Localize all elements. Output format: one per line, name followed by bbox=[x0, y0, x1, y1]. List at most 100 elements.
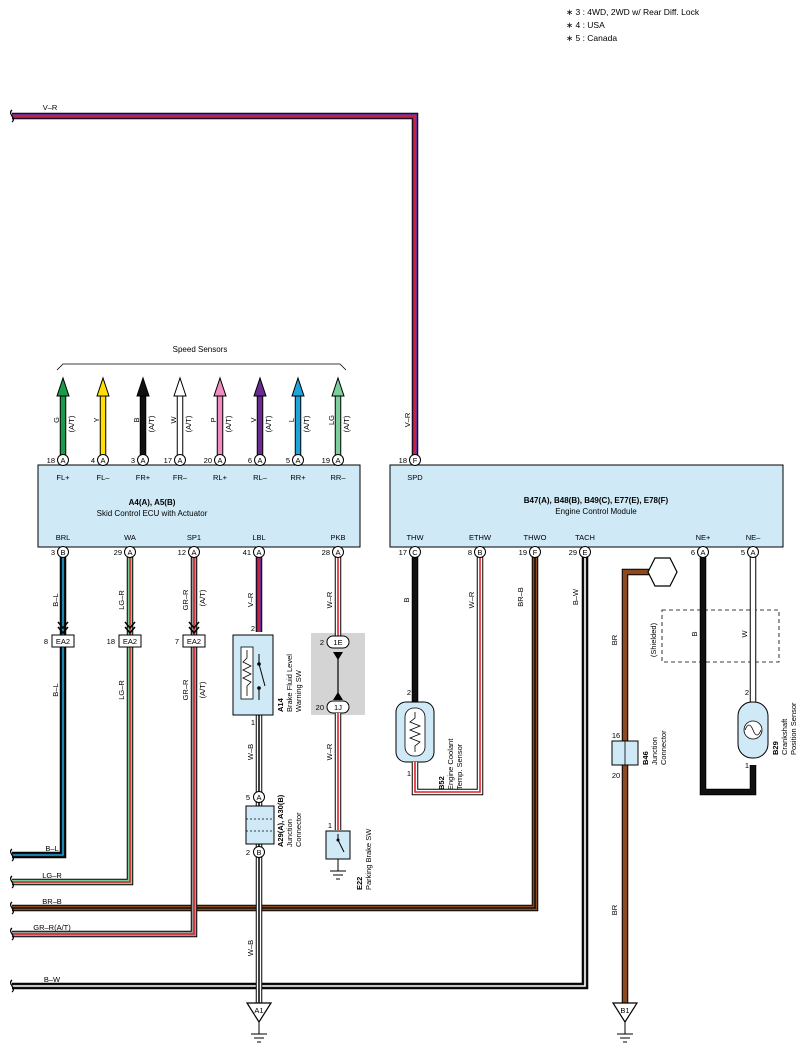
speed-sensor-arrow-2 bbox=[136, 376, 150, 397]
a29-code: A29(A), A30(B) bbox=[276, 794, 285, 847]
skid-pin-top-num-6: 5 bbox=[286, 456, 290, 465]
br-shield-wire-base bbox=[622, 569, 650, 1003]
jc-1e-pin: 2 bbox=[320, 638, 324, 647]
br-label-upper: BR bbox=[610, 634, 619, 645]
a14-pin-bottom: 1 bbox=[251, 718, 255, 727]
b46-name-2: Connector bbox=[659, 730, 668, 765]
skid-pin-bottom-label-4: PKB bbox=[330, 533, 345, 542]
a14-resistor-symbol bbox=[242, 650, 252, 696]
speed-sensors-label: Speed Sensors bbox=[173, 345, 228, 354]
jc-1j-pin: 20 bbox=[316, 703, 324, 712]
skid-pin-bottom-num-1: 29 bbox=[114, 548, 122, 557]
lg-r-wire-outline bbox=[12, 557, 134, 886]
e22-code: E22 bbox=[355, 877, 364, 890]
ecm-pin-bottom-3-letter: E bbox=[582, 548, 587, 557]
skid-pin-top-label-6: RR+ bbox=[290, 473, 306, 482]
ecm-pin-bottom-num-2: 19 bbox=[519, 548, 527, 557]
ethw-w-r-label: W–R bbox=[467, 591, 476, 608]
ea2-pin-2: 7 bbox=[175, 637, 179, 646]
gr-r-label-lower: GR–R bbox=[181, 679, 190, 700]
note-3: ∗ 5 : Canada bbox=[566, 33, 618, 43]
skid-pin-bottom-4 bbox=[332, 546, 344, 558]
speed-sensor-wire-label-7: LG bbox=[327, 415, 336, 425]
lg-r-label-lower: LG–R bbox=[117, 680, 126, 700]
a29-pin-bottom-circle bbox=[253, 846, 265, 858]
skid-pin-top-6-letter: A bbox=[295, 456, 300, 465]
skid-pin-top-num-2: 3 bbox=[131, 456, 135, 465]
b46-name-1: Junction bbox=[650, 737, 659, 765]
shield-ground-octagon bbox=[647, 557, 678, 587]
skid-pin-top-num-7: 19 bbox=[322, 456, 330, 465]
ne-plus-b-wire bbox=[699, 557, 757, 796]
left-label-b-w: B–W bbox=[44, 975, 61, 984]
br-b-label: BR–B bbox=[516, 587, 525, 607]
lg-r-wire bbox=[12, 557, 134, 886]
br-label-lower: BR bbox=[610, 904, 619, 915]
a29-pin-bottom: 2 bbox=[246, 848, 250, 857]
a29-name-1: Junction bbox=[285, 819, 294, 847]
note-2: ∗ 4 : USA bbox=[566, 20, 605, 30]
left-label-br-b: BR–B bbox=[42, 897, 62, 906]
skid-pin-top-num-1: 4 bbox=[91, 456, 95, 465]
ground-triangle-1 bbox=[611, 1002, 639, 1024]
ecm-pin-bottom-5 bbox=[747, 546, 759, 558]
skid-pin-top-label-2: FR+ bbox=[136, 473, 151, 482]
skid-pin-bottom-0 bbox=[57, 546, 69, 558]
ea2-connector-2 bbox=[182, 634, 206, 648]
b-w-wire-stripe bbox=[12, 557, 586, 987]
speed-sensor-wire-label-4: P bbox=[209, 417, 218, 422]
skid-pin-bottom-num-3: 41 bbox=[243, 548, 251, 557]
break-b-w bbox=[9, 979, 15, 993]
b52-pin-bottom: 1 bbox=[407, 769, 411, 778]
b29-name-2: Position Sensor bbox=[789, 702, 798, 755]
ecm-pin-spd bbox=[409, 454, 421, 466]
skid-pin-top-num-5: 6 bbox=[248, 456, 252, 465]
speed-sensor-wire-label-0: G bbox=[52, 417, 61, 423]
ecm-pin-bottom-1-letter: B bbox=[477, 548, 482, 557]
skid-pin-bottom-0-letter: B bbox=[60, 548, 65, 557]
b46-pin-top: 16 bbox=[612, 731, 620, 740]
ecm-pin-bottom-num-3: 29 bbox=[569, 548, 577, 557]
skid-pin-top-7-letter: A bbox=[335, 456, 340, 465]
ea2-chevron-0 bbox=[57, 621, 69, 635]
skid-pin-top-label-4: RL+ bbox=[213, 473, 228, 482]
e22-name: Parking Brake SW bbox=[364, 828, 373, 890]
ecm-pin-bottom-label-5: NE– bbox=[746, 533, 761, 542]
skid-pin-top-5 bbox=[254, 454, 266, 466]
b52-code: B52 bbox=[437, 776, 446, 790]
speed-sensor-note-5: (A/T) bbox=[264, 415, 273, 432]
jc-1e-arrow-top bbox=[333, 652, 343, 660]
ecm-pin-bottom-num-0: 17 bbox=[399, 548, 407, 557]
gr-r-note-upper: (A/T) bbox=[198, 589, 207, 606]
b-l-wire-stripe bbox=[12, 557, 64, 856]
a14-name-2: Warning SW bbox=[294, 669, 303, 712]
speed-sensor-note-6: (A/T) bbox=[302, 415, 311, 432]
br-shield-wire-outline bbox=[621, 568, 650, 1003]
ne-plus-b-label: B bbox=[690, 631, 699, 636]
jc-1e-label: 1E bbox=[333, 638, 342, 647]
gr-r-wire-stripe bbox=[12, 557, 195, 935]
skid-pin-top-3-letter: A bbox=[177, 456, 182, 465]
lg-r-label-upper: LG–R bbox=[117, 590, 126, 610]
ecm-pin-bottom-2 bbox=[529, 546, 541, 558]
skid-pin-bottom-4-letter: A bbox=[335, 548, 340, 557]
speed-sensor-wire-label-2: B bbox=[132, 417, 141, 422]
skid-pin-top-num-3: 17 bbox=[164, 456, 172, 465]
a29-w-b-label: W–B bbox=[246, 940, 255, 956]
ea2-connector-0 bbox=[51, 634, 75, 648]
a14-dot-2 bbox=[257, 686, 261, 690]
skid-pin-bottom-num-2: 12 bbox=[178, 548, 186, 557]
skid-pin-top-6 bbox=[292, 454, 304, 466]
skid-pin-bottom-2 bbox=[188, 546, 200, 558]
left-label-gr-r: GR–R(A/T) bbox=[33, 923, 71, 932]
speed-sensor-arrow-0 bbox=[56, 376, 70, 397]
speed-sensor-arrow-4 bbox=[213, 376, 227, 397]
gr-r-note-lower: (A/T) bbox=[198, 681, 207, 698]
lg-r-wire-base bbox=[12, 557, 133, 885]
ecm-pin-bottom-label-0: THW bbox=[406, 533, 424, 542]
e22-contact-arm bbox=[337, 839, 345, 853]
skid-pin-bottom-label-0: BRL bbox=[56, 533, 71, 542]
a29-pin-bottom-circle-letter: B bbox=[256, 848, 261, 857]
speed-sensor-wire-label-1: Y bbox=[92, 417, 101, 422]
br-b-wire-base bbox=[12, 557, 538, 911]
